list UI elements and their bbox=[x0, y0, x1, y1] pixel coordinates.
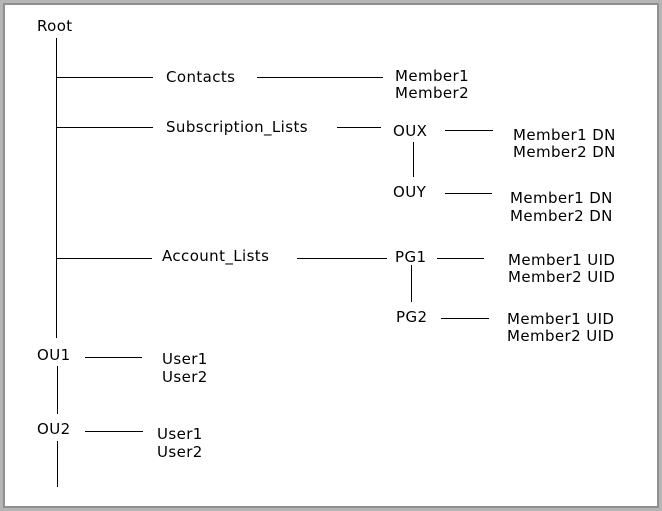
member-list-pg1: Member1 UID Member2 UID bbox=[508, 252, 615, 286]
member-item: Member2 bbox=[395, 84, 470, 102]
branch-label-contacts: Contacts bbox=[166, 68, 236, 86]
node-label-ou1: OU1 bbox=[37, 346, 71, 364]
member-list-oux: Member1 DN Member2 DN bbox=[513, 127, 616, 161]
node-label-ouy: OUY bbox=[393, 183, 427, 201]
node-label-pg2: PG2 bbox=[396, 308, 428, 326]
node-label-ou2: OU2 bbox=[37, 420, 71, 438]
member-item: Member2 UID bbox=[508, 268, 616, 286]
member-item: Member1 DN bbox=[513, 126, 616, 144]
member-list-ou2: User1 User2 bbox=[157, 425, 203, 461]
member-item: User2 bbox=[157, 443, 203, 461]
node-label-oux: OUX bbox=[393, 122, 428, 140]
member-list-pg2: Member1 UID Member2 UID bbox=[507, 311, 614, 345]
member-item: Member2 UID bbox=[507, 327, 615, 345]
node-label-pg1: PG1 bbox=[395, 248, 427, 266]
member-list-ou1: User1 User2 bbox=[162, 350, 208, 386]
member-list-contacts: Member1 Member2 bbox=[395, 68, 469, 102]
member-item: User1 bbox=[157, 425, 203, 443]
member-item: Member2 DN bbox=[513, 143, 616, 161]
member-item: Member1 UID bbox=[508, 251, 616, 269]
member-item: Member1 bbox=[395, 67, 470, 85]
node-label-root: Root bbox=[37, 17, 73, 35]
branch-label-account-lists: Account_Lists bbox=[162, 247, 270, 265]
member-item: User2 bbox=[162, 368, 208, 386]
member-item: Member2 DN bbox=[510, 207, 613, 225]
branch-label-subscription-lists: Subscription_Lists bbox=[166, 118, 308, 136]
connector-line-group bbox=[56, 38, 493, 487]
member-item: Member1 UID bbox=[507, 310, 615, 328]
member-item: User1 bbox=[162, 350, 208, 368]
member-list-ouy: Member1 DN Member2 DN bbox=[510, 189, 613, 225]
member-item: Member1 DN bbox=[510, 189, 613, 207]
